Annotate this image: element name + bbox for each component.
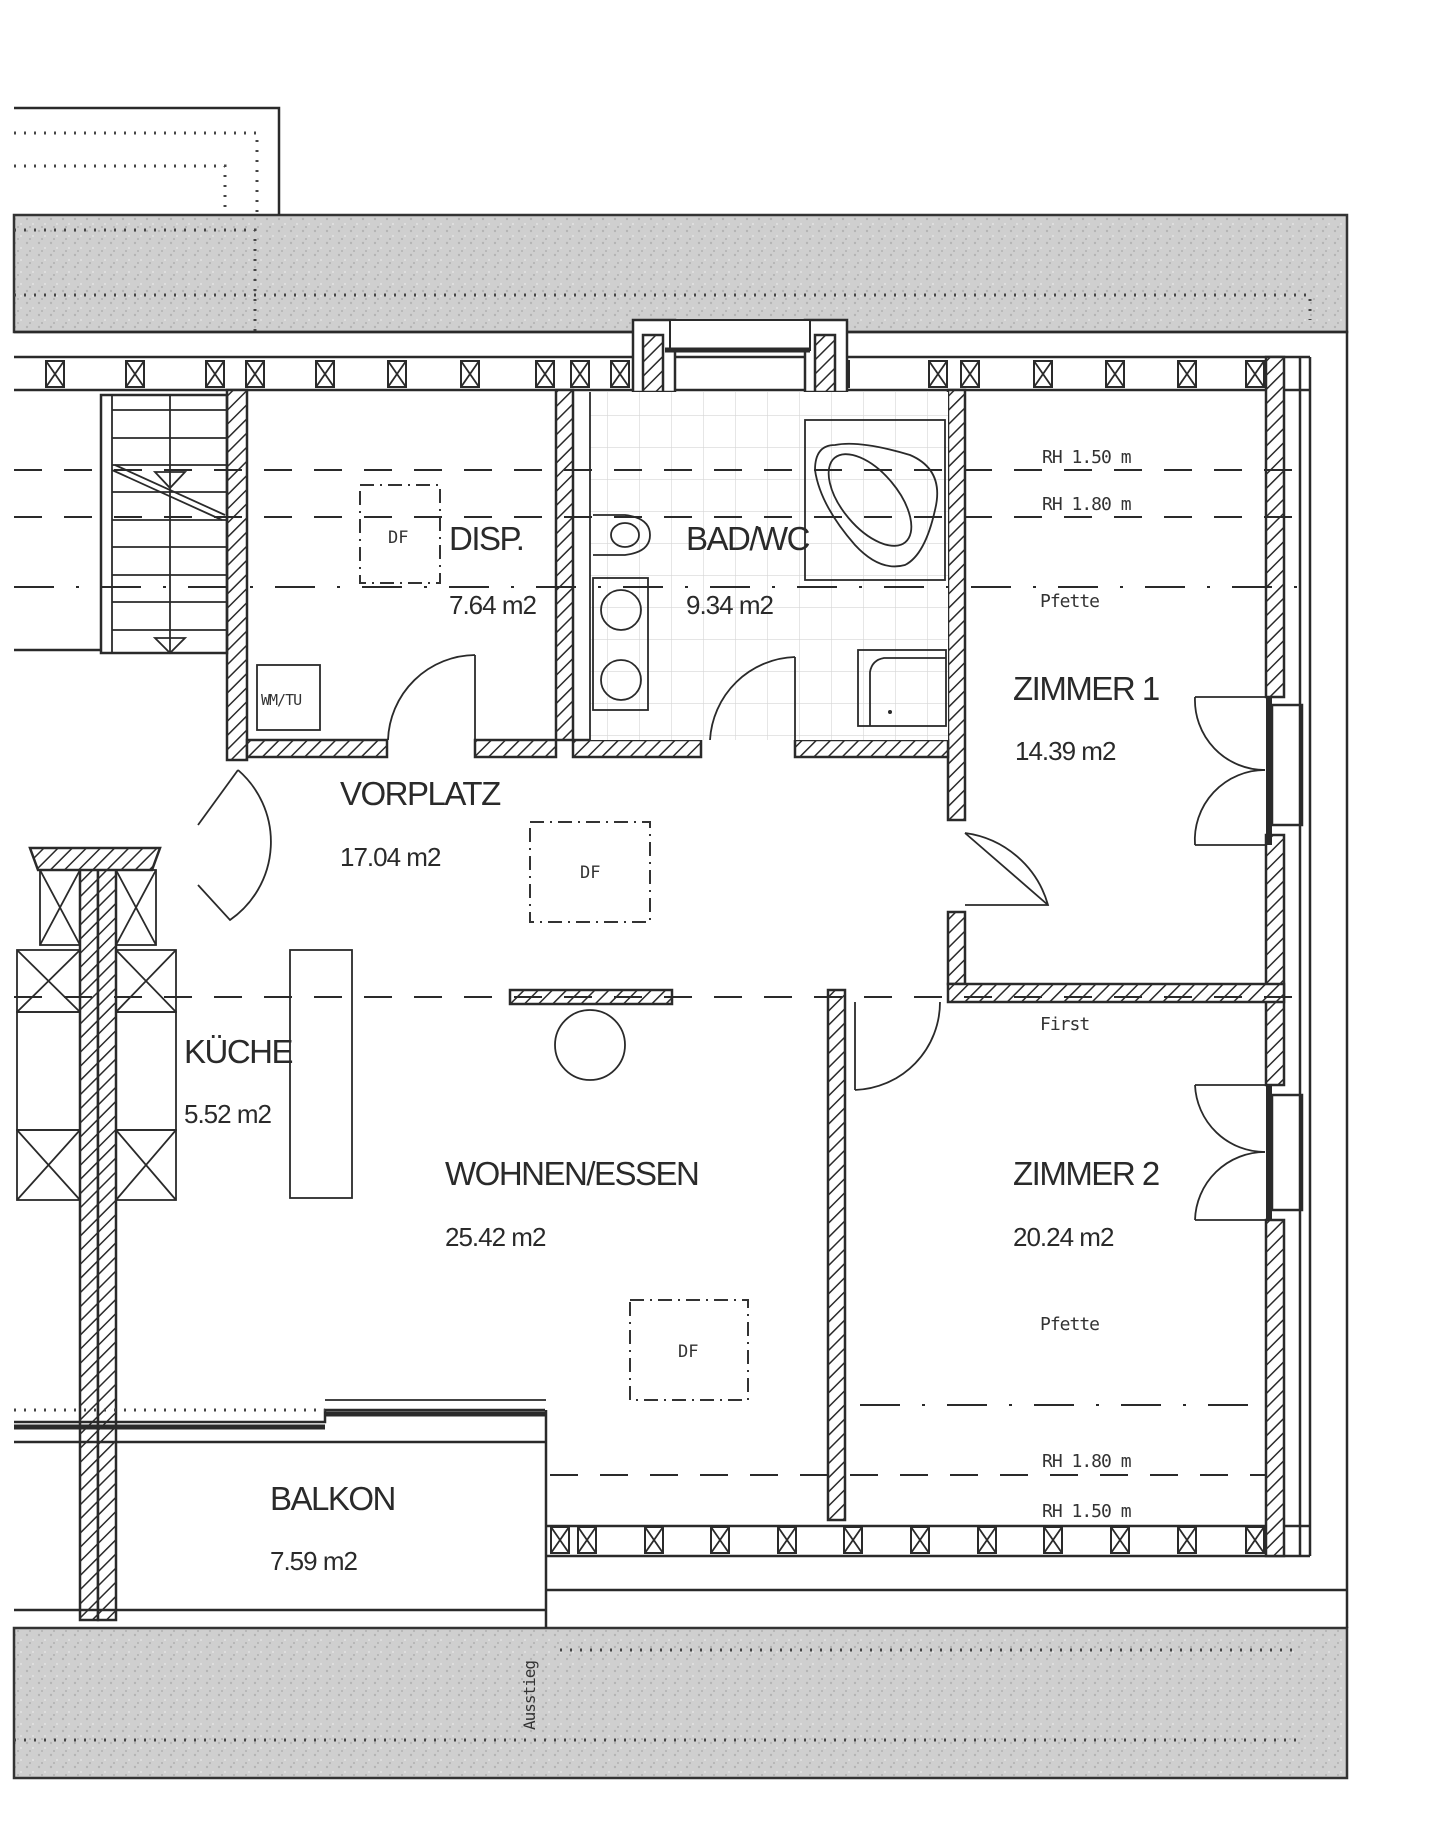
room-label-zimmer-2: ZIMMER 2 bbox=[1013, 1155, 1159, 1192]
bottom-kneewall-posts bbox=[550, 1526, 1265, 1554]
pfette-bottom: Pfette bbox=[1040, 1314, 1099, 1335]
wm-tu-label: WM/TU bbox=[261, 691, 301, 709]
room-area-zimmer-2: 20.24 m2 bbox=[1013, 1222, 1114, 1252]
room-label-balkon: BALKON bbox=[270, 1480, 395, 1517]
doors bbox=[197, 654, 1304, 1221]
room-area-wohnen-essen: 25.42 m2 bbox=[445, 1222, 546, 1252]
skylight-markers bbox=[256, 484, 749, 1401]
df-label-wohnen: DF bbox=[678, 1342, 698, 1362]
first-label: First bbox=[1040, 1014, 1089, 1035]
room-area-kueche: 5.52 m2 bbox=[184, 1099, 271, 1129]
rh-top-1: RH 1.50 m bbox=[1042, 447, 1131, 468]
room-labels: DISP. 7.64 m2 BAD/WC 9.34 m2 ZIMMER 1 14… bbox=[184, 520, 1160, 1576]
bathroom-fixtures bbox=[589, 392, 948, 741]
bath-skylight bbox=[631, 318, 849, 394]
rh-top-2: RH 1.80 m bbox=[1042, 494, 1131, 515]
ausstieg-label: Ausstieg bbox=[520, 1661, 539, 1730]
room-area-zimmer-1: 14.39 m2 bbox=[1015, 736, 1116, 766]
balcony bbox=[14, 1399, 548, 1628]
df-label-disp: DF bbox=[388, 528, 408, 548]
room-label-kueche: KÜCHE bbox=[184, 1033, 293, 1070]
kitchen-units bbox=[16, 869, 626, 1201]
rh-bottom-1: RH 1.80 m bbox=[1042, 1451, 1131, 1472]
room-area-vorplatz: 17.04 m2 bbox=[340, 842, 441, 872]
interior-walls bbox=[28, 355, 1286, 1622]
room-area-balkon: 7.59 m2 bbox=[270, 1546, 357, 1576]
room-label-vorplatz: VORPLATZ bbox=[340, 775, 501, 812]
room-label-disp: DISP. bbox=[449, 520, 523, 557]
room-area-disp: 7.64 m2 bbox=[449, 590, 536, 620]
room-area-bad-wc: 9.34 m2 bbox=[686, 590, 773, 620]
staircase bbox=[14, 393, 229, 655]
roof-bottom bbox=[12, 1626, 1349, 1780]
annotations: RH 1.50 m RH 1.80 m Pfette First Pfette … bbox=[261, 447, 1132, 1730]
room-label-zimmer-1: ZIMMER 1 bbox=[1013, 670, 1159, 707]
room-label-bad-wc: BAD/WC bbox=[686, 520, 810, 557]
upper-annex bbox=[14, 106, 281, 215]
room-label-wohnen-essen: WOHNEN/ESSEN bbox=[445, 1155, 698, 1192]
pfette-top: Pfette bbox=[1040, 591, 1099, 612]
df-label-vorplatz: DF bbox=[580, 863, 600, 883]
roof-top bbox=[12, 213, 1349, 335]
rh-bottom-2: RH 1.50 m bbox=[1042, 1501, 1131, 1522]
roof-height-lines bbox=[14, 469, 1300, 1476]
